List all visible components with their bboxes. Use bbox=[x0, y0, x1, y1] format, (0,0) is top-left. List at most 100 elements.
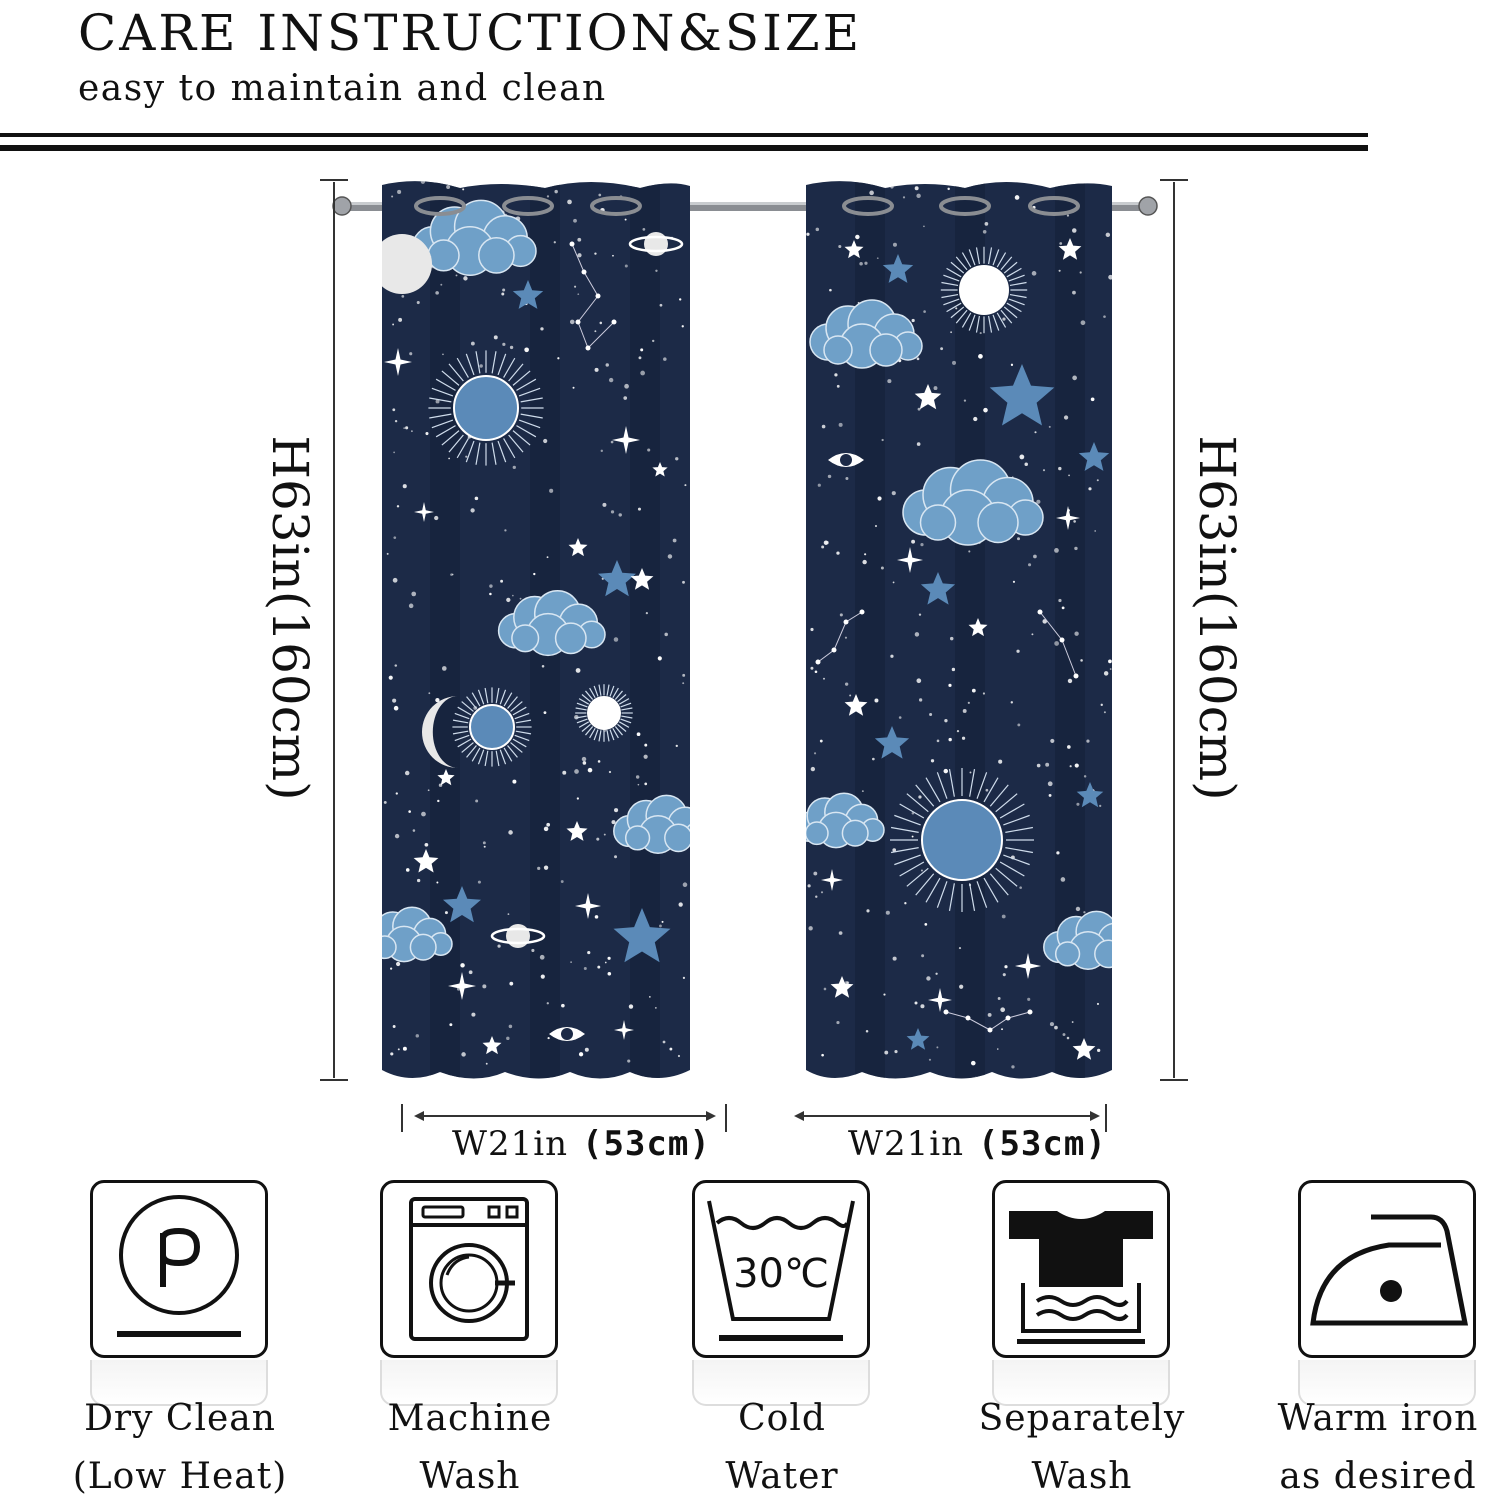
star-icon bbox=[482, 1036, 502, 1055]
care-box-warm-iron bbox=[1298, 1180, 1476, 1358]
width-dimension-left bbox=[401, 1104, 727, 1132]
page-title: CARE INSTRUCTION&SIZE bbox=[78, 4, 863, 62]
curtain-panel-right bbox=[806, 181, 1112, 1079]
star-icon bbox=[968, 618, 988, 637]
sparkle-icon bbox=[575, 893, 601, 919]
cloud-icon bbox=[497, 590, 606, 657]
care-label-line-2: as desired bbox=[1279, 1456, 1477, 1497]
cloud-icon bbox=[809, 299, 923, 369]
care-label-machine-wash: Machine Wash bbox=[350, 1390, 590, 1506]
care-reflection-cold-water bbox=[692, 1360, 870, 1406]
star-icon bbox=[920, 572, 956, 605]
care-item-machine-wash bbox=[380, 1180, 560, 1406]
care-label-line-1: Warm iron bbox=[1277, 1398, 1479, 1439]
star-icon bbox=[437, 769, 455, 786]
celestial-pattern-left bbox=[382, 181, 690, 1065]
care-item-dry-clean bbox=[90, 1180, 270, 1406]
sparkle-icon bbox=[821, 869, 843, 891]
care-label-line-2: (Low Heat) bbox=[72, 1456, 288, 1497]
star-icon bbox=[413, 849, 439, 873]
sparkle-icon bbox=[1015, 953, 1041, 979]
care-label-line-2: Wash bbox=[1031, 1456, 1133, 1497]
separate-wash-icon bbox=[1009, 1211, 1153, 1344]
star-icon bbox=[1076, 782, 1104, 808]
star-icon bbox=[914, 384, 942, 410]
care-item-cold-water: 30℃ bbox=[692, 1180, 872, 1406]
star-icon bbox=[512, 280, 544, 309]
cloud-icon bbox=[412, 199, 537, 276]
planet-icon bbox=[382, 234, 432, 294]
cloud-icon bbox=[1043, 910, 1112, 970]
care-box-dry-clean bbox=[90, 1180, 268, 1358]
care-box-machine-wash bbox=[380, 1180, 558, 1358]
care-box-separately-wash bbox=[992, 1180, 1170, 1358]
grommets bbox=[414, 196, 1080, 216]
care-label-line-1: Cold bbox=[738, 1398, 826, 1439]
width-label-left: W21in(53cm) bbox=[452, 1124, 711, 1164]
care-item-warm-iron bbox=[1298, 1180, 1478, 1406]
care-label-line-2: Wash bbox=[419, 1456, 521, 1497]
rod-finial-left bbox=[332, 196, 352, 216]
care-reflection-dry-clean bbox=[90, 1360, 268, 1406]
care-reflection-separately-wash bbox=[992, 1360, 1170, 1406]
care-reflection-warm-iron bbox=[1298, 1360, 1476, 1406]
sparkle-icon bbox=[614, 1020, 634, 1040]
sun-icon bbox=[575, 684, 633, 742]
moon-icon bbox=[422, 696, 458, 768]
care-label-cold-water: Cold Water bbox=[662, 1390, 902, 1506]
sun-icon bbox=[940, 246, 1028, 334]
washing-machine-icon bbox=[409, 1197, 529, 1341]
width-inches-right: W21in bbox=[848, 1124, 964, 1164]
cloud-icon bbox=[806, 792, 885, 849]
sparkle-icon bbox=[612, 426, 640, 454]
sparkle-icon bbox=[384, 348, 412, 376]
cloud-icon bbox=[382, 906, 453, 963]
height-label-left: H63in(160cm) bbox=[261, 435, 319, 801]
celestial-pattern-right bbox=[806, 181, 1112, 1079]
sun-icon bbox=[428, 350, 544, 466]
star-icon bbox=[989, 364, 1055, 426]
star-icon bbox=[844, 240, 864, 259]
care-label-line-2: Water bbox=[725, 1456, 839, 1497]
curtain-rod bbox=[332, 196, 1158, 216]
care-label-dry-clean: Dry Clean (Low Heat) bbox=[60, 1390, 300, 1506]
constellation-icon bbox=[1037, 609, 1079, 679]
width-cm-right: (53cm) bbox=[977, 1124, 1107, 1164]
cloud-icon bbox=[613, 794, 690, 854]
care-label-warm-iron: Warm iron as desired bbox=[1258, 1390, 1498, 1506]
header-rule-thin bbox=[0, 133, 1368, 137]
cloud-icon bbox=[902, 459, 1044, 546]
star-icon bbox=[844, 694, 868, 716]
star-icon bbox=[613, 908, 671, 963]
page-subtitle: easy to maintain and clean bbox=[78, 68, 607, 109]
star-icon bbox=[882, 254, 914, 283]
sparkle-icon bbox=[448, 972, 476, 1000]
star-icon bbox=[906, 1028, 930, 1050]
width-dimension-right bbox=[794, 1104, 1107, 1132]
care-label-separately-wash: Separately Wash bbox=[962, 1390, 1202, 1506]
wash-temperature: 30℃ bbox=[733, 1251, 829, 1297]
rod-finial-right bbox=[1138, 196, 1158, 216]
star-icon bbox=[830, 976, 854, 998]
height-label-right: H63in(160cm) bbox=[1188, 435, 1246, 801]
header-rule-thick bbox=[0, 145, 1368, 151]
care-item-separately-wash bbox=[992, 1180, 1172, 1406]
dry-clean-icon bbox=[117, 1195, 241, 1337]
planet-icon bbox=[628, 232, 684, 256]
care-label-line-1: Machine bbox=[387, 1398, 553, 1439]
width-inches-left: W21in bbox=[452, 1124, 568, 1164]
width-label-right: W21in (53cm) bbox=[848, 1124, 1107, 1164]
sparkle-icon bbox=[1056, 506, 1080, 530]
sparkle-icon bbox=[928, 988, 952, 1012]
care-label-line-1: Separately bbox=[978, 1398, 1186, 1439]
constellation-icon bbox=[815, 609, 865, 665]
star-icon bbox=[568, 538, 588, 557]
star-icon bbox=[630, 568, 654, 590]
sparkle-icon bbox=[897, 547, 923, 573]
star-icon bbox=[874, 726, 910, 759]
star-icon bbox=[598, 560, 636, 597]
star-icon bbox=[652, 462, 668, 477]
sun-icon bbox=[890, 768, 1034, 912]
star-icon bbox=[1078, 442, 1110, 471]
